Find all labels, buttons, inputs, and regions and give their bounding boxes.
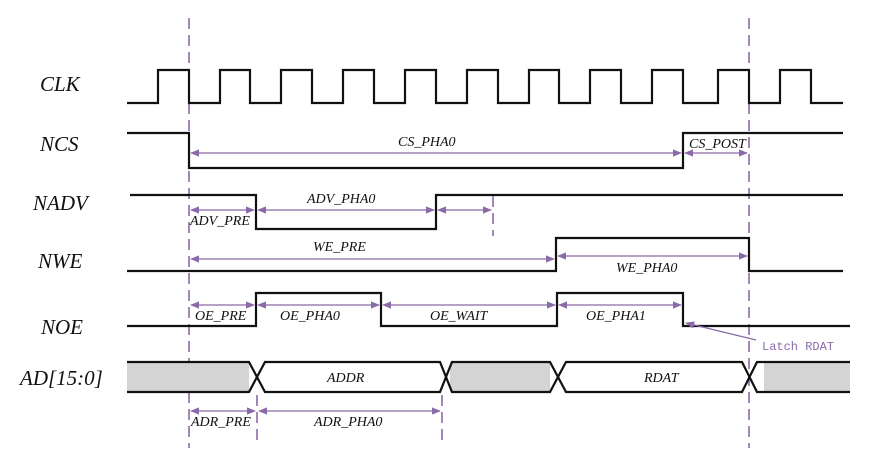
ncs-label: NCS: [39, 132, 79, 156]
adv-pha0-label: ADV_PHA0: [306, 192, 375, 207]
oe-pha1-label: OE_PHA1: [586, 309, 646, 324]
ad-bus-waveform: [127, 360, 850, 394]
ad-bus-label: AD[15:0]: [18, 366, 103, 390]
nadv-waveform: [130, 193, 843, 231]
latch-rdat-pointer: [685, 321, 757, 341]
nwe-waveform: [127, 236, 843, 273]
nwe-label: NWE: [37, 249, 83, 273]
nadv-label: NADV: [32, 191, 90, 215]
oe-wait-label: OE_WAIT: [430, 309, 489, 324]
cs-pha0-label: CS_PHA0: [398, 135, 456, 150]
cs-post-label: CS_POST: [689, 137, 747, 152]
clk-waveform: [127, 68, 843, 105]
ad-rdat-value: RDAT: [643, 371, 680, 386]
latch-rdat-label: Latch RDAT: [762, 340, 834, 354]
adr-pre-label: ADR_PRE: [190, 415, 251, 430]
noe-waveform: [127, 291, 850, 328]
ad-addr-value: ADDR: [326, 371, 365, 386]
clk-label: CLK: [40, 72, 81, 96]
oe-pre-label: OE_PRE: [195, 309, 247, 324]
we-pre-label: WE_PRE: [313, 240, 366, 255]
noe-label: NOE: [40, 315, 83, 339]
ad-idle-segment-3: [764, 362, 850, 392]
adv-pre-label: ADV_PRE: [189, 214, 250, 229]
ad-idle-segment-1: [127, 362, 249, 392]
oe-pha0-label: OE_PHA0: [280, 309, 340, 324]
we-pha0-label: WE_PHA0: [616, 261, 677, 276]
ad-idle-segment-2: [450, 362, 550, 392]
ncs-waveform: [127, 131, 843, 170]
adr-pha0-label: ADR_PHA0: [313, 415, 382, 430]
